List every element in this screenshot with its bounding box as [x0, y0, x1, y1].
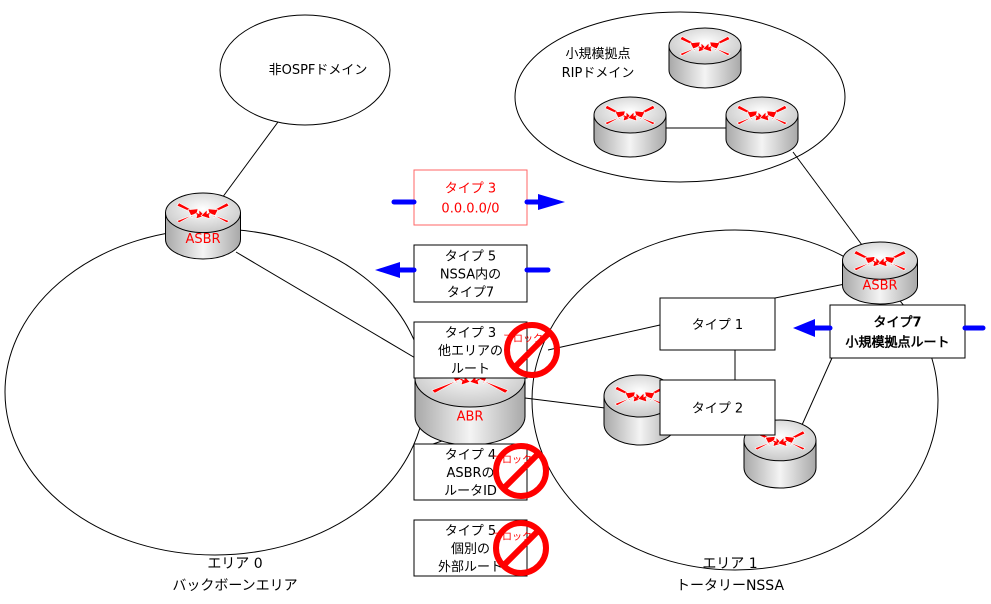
arrow-left-icon — [793, 319, 815, 337]
lsa-type1-box-line: タイプ 1 — [692, 318, 743, 333]
lsa-type5-nssa-box-line: NSSA内の — [440, 267, 501, 283]
lsa-type5-ext-box-line: 個別の — [451, 542, 490, 557]
rip-domain-label-2: RIPドメイン — [562, 66, 635, 81]
lsa-type3-default-box: タイプ 3 0.0.0.0/0 — [413, 169, 528, 226]
area-0-label-1: エリア 0 — [207, 556, 262, 572]
rip-domain-label-1: 小規模拠点 — [565, 47, 630, 62]
lsa-type3-other-box-line: タイプ 3 — [445, 326, 496, 341]
lsa-type3-other-box-line: ルート — [451, 362, 490, 377]
router-rip-1 — [668, 27, 742, 89]
non-ospf-domain-label: 非OSPFドメイン — [269, 63, 368, 78]
lsa-type3-default-box-line: 0.0.0.0/0 — [441, 202, 499, 217]
router-rip-2 — [593, 96, 667, 158]
block-label: ブロック — [492, 530, 532, 543]
area-1-label-1: エリア 1 — [702, 556, 757, 572]
router-label: ABR — [457, 410, 484, 425]
router-label: ASBR — [185, 232, 220, 247]
lsa-type2-box-line: タイプ 2 — [692, 402, 743, 417]
lsa-type7-box-line: 小規模拠点ルート — [845, 335, 949, 351]
area-1-label-2: トータリーNSSA — [676, 578, 785, 594]
router-asbr-right: ASBR — [842, 241, 918, 305]
router-arrows-icon — [604, 105, 656, 125]
block-label: ブロック — [492, 453, 532, 466]
lsa-type7-box-line: タイプ7 — [873, 316, 921, 331]
block-prohibited-icon: ブロック — [503, 322, 560, 378]
lsa-type4-box-line: タイプ 4 — [445, 448, 496, 463]
area-0 — [4, 228, 426, 556]
lsa-type5-ext-box-line: 外部ルート — [438, 560, 503, 575]
router-rip-3 — [725, 96, 799, 158]
block-label: ブロック — [503, 332, 543, 345]
lsa-type5-nssa-box-line: タイプ 5 — [445, 250, 496, 265]
lsa-type5-nssa-box-line: タイプ7 — [447, 286, 494, 301]
arrow-right-icon — [538, 194, 565, 210]
router-asbr-left: ASBR — [165, 192, 241, 260]
lsa-type4-box-line: ルータID — [444, 484, 497, 499]
lsa-type3-default-box-line: タイプ 3 — [445, 182, 496, 197]
area-1 — [531, 229, 939, 571]
router-arrows-icon — [679, 36, 731, 56]
lsa-type7-box: タイプ7 小規模拠点ルート — [829, 304, 966, 359]
block-prohibited-icon: ブロック — [492, 443, 549, 499]
router-arrows-icon — [176, 202, 230, 224]
lsa-type5-ext-box-line: タイプ 5 — [445, 524, 496, 539]
area-0-label-2: バックボーンエリア — [172, 578, 297, 594]
lsa-type4-box-line: ASBRの — [446, 466, 494, 481]
router-area1-1 — [603, 374, 677, 446]
non-ospf-domain — [219, 14, 391, 126]
router-arrows-icon — [853, 250, 907, 271]
lsa-type3-other-box-line: 他エリアの — [438, 344, 503, 359]
lsa-type2-box: タイプ 2 — [659, 379, 776, 436]
router-label: ASBR — [862, 278, 897, 293]
router-arrows-icon — [736, 105, 788, 125]
arrow-left-icon — [375, 262, 400, 278]
lsa-type1-box: タイプ 1 — [659, 297, 776, 351]
block-prohibited-icon: ブロック — [492, 520, 549, 576]
